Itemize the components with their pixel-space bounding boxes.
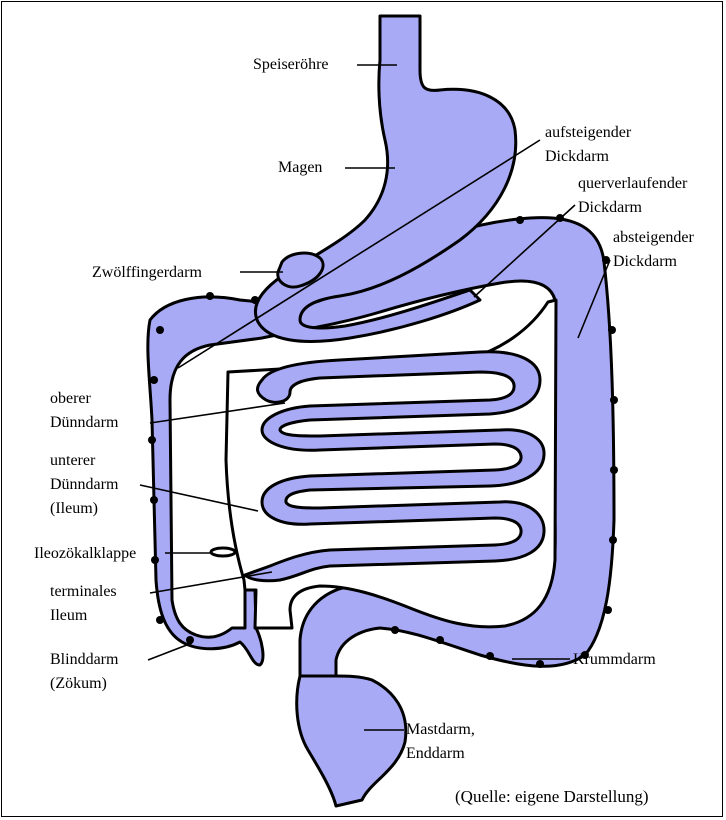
label-ascending-colon: aufsteigender Dickdarm <box>545 124 635 165</box>
source-caption: (Quelle: eigene Darstellung) <box>455 787 649 806</box>
svg-text:Speiseröhre: Speiseröhre <box>253 56 329 73</box>
label-stomach: Magen <box>278 159 322 176</box>
label-descending-colon: absteigender Dickdarm <box>613 229 698 270</box>
label-rectum: Mastdarm, Enddarm <box>406 721 479 762</box>
rectum <box>297 676 406 806</box>
label-esophagus: Speiseröhre <box>253 56 329 73</box>
label-terminal-ileum: terminales Ileum <box>50 583 121 624</box>
label-upper-small-intestine: oberer Dünndarm <box>50 390 119 431</box>
leader-cecum <box>148 643 192 660</box>
label-cecum: Blinddarm (Zökum) <box>50 651 122 692</box>
svg-text:(Quelle: eigene Darstellung): (Quelle: eigene Darstellung) <box>455 787 649 806</box>
svg-text:Krummdarm: Krummdarm <box>573 651 656 668</box>
label-duodenum: Zwölffingerdarm <box>92 264 202 281</box>
label-ileocecal-valve: Ileozökalklappe <box>34 545 136 562</box>
svg-text:Zwölffingerdarm: Zwölffingerdarm <box>92 264 202 281</box>
label-sigmoid-colon: Krummdarm <box>573 651 656 668</box>
label-lower-small-intestine: unterer Dünndarm (Ileum) <box>50 452 122 517</box>
ileocecal-valve <box>211 548 235 556</box>
svg-text:Ileozökalklappe: Ileozökalklappe <box>34 545 136 562</box>
svg-text:Magen: Magen <box>278 159 322 176</box>
label-transverse-colon: querverlaufender Dickdarm <box>578 175 691 216</box>
